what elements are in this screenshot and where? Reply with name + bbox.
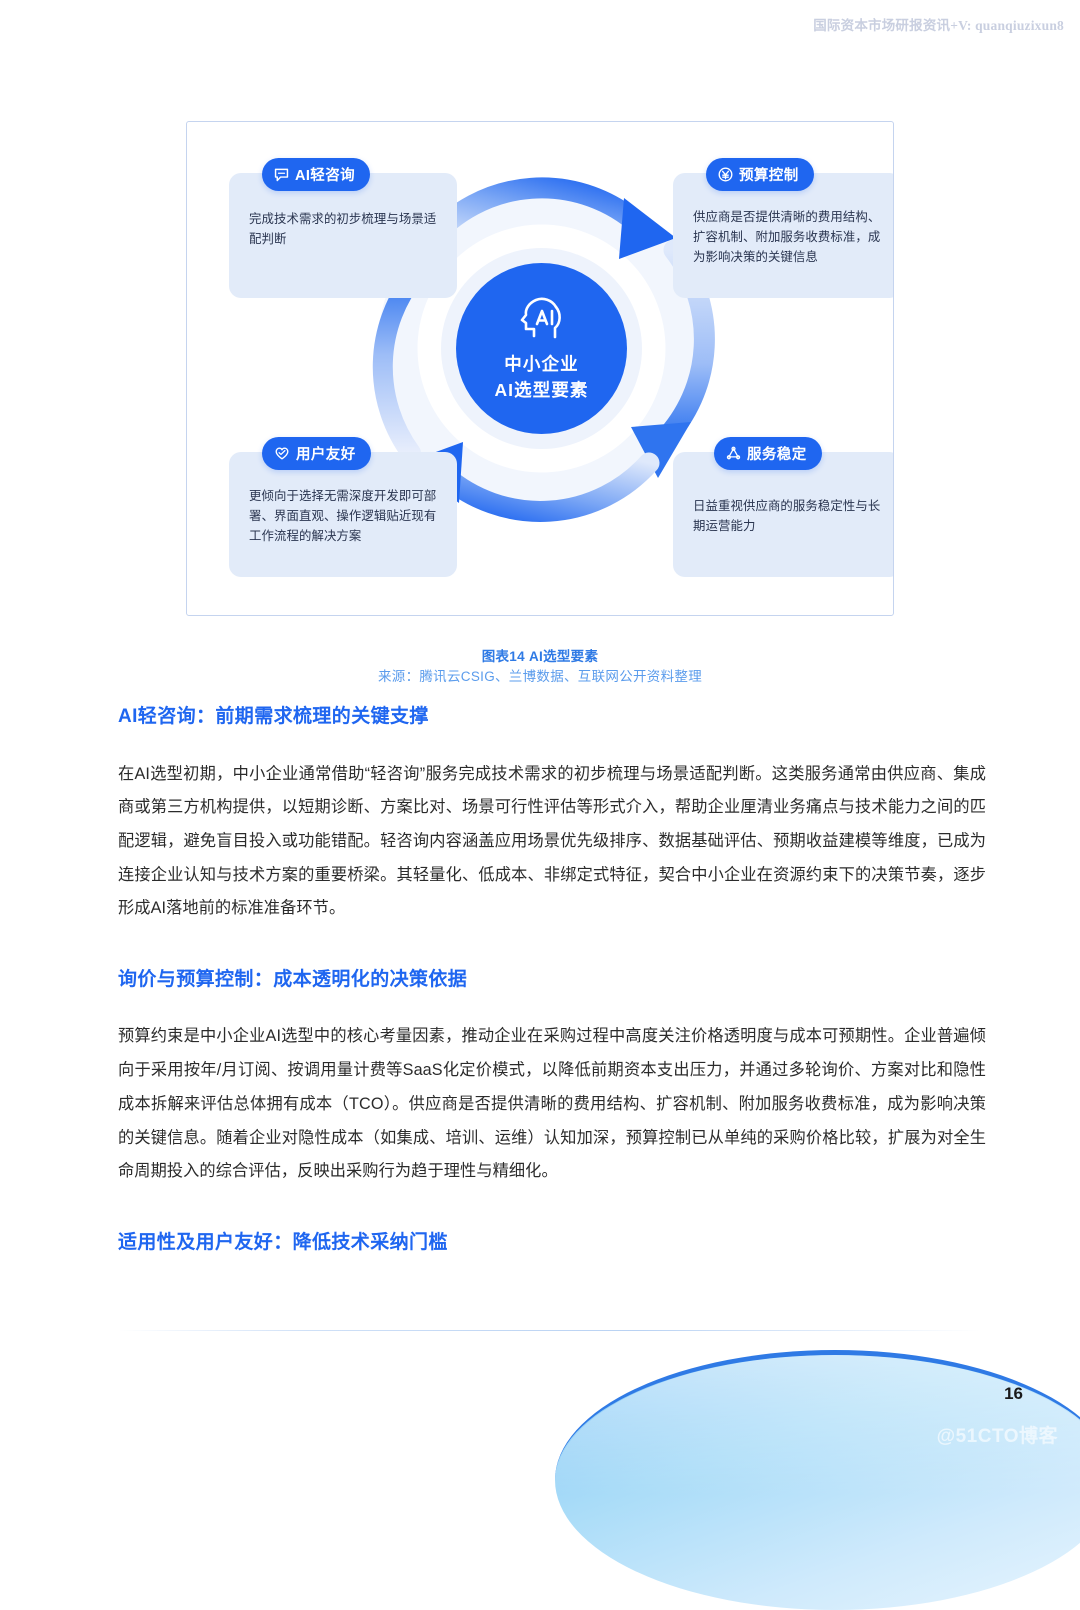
- section-paragraph-1: 在AI选型初期，中小企业通常借助“轻咨询”服务完成技术需求的初步梳理与场景适配判…: [118, 764, 986, 918]
- hub-line-1: 中小企业: [504, 354, 579, 375]
- quadrant-body: 完成技术需求的初步梳理与场景适配判断: [249, 212, 437, 247]
- header-watermark: 国际资本市场研报资讯+V: quanqiuzixun8: [813, 18, 1064, 33]
- heart-check-icon: [273, 445, 291, 462]
- quadrant-pill-budget-control: 预算控制: [706, 158, 814, 191]
- quadrant-body: 日益重视供应商的服务稳定性与长期运营能力: [693, 499, 881, 534]
- ai-selection-cycle-diagram: 中小企业 AI选型要素 完成技术需求的初步梳理与场景适配判断 AI轻咨询 供应商…: [187, 122, 893, 615]
- quadrant-pill-label: 预算控制: [739, 168, 799, 184]
- quadrant-card-service-stability: 日益重视供应商的服务稳定性与长期运营能力: [673, 452, 893, 577]
- site-watermark: @51CTO博客: [936, 1426, 1058, 1447]
- center-hub: 中小企业 AI选型要素: [456, 263, 627, 434]
- section-heading-2: 询价与预算控制：成本透明化的决策依据: [118, 968, 468, 990]
- quadrant-pill-service-stability: 服务稳定: [714, 437, 822, 470]
- footer-divider: [118, 1330, 980, 1331]
- figure-panel: 中小企业 AI选型要素 完成技术需求的初步梳理与场景适配判断 AI轻咨询 供应商…: [186, 121, 894, 616]
- yuan-currency-icon: [717, 166, 734, 183]
- page-number: 16: [1004, 1384, 1023, 1403]
- quadrant-pill-label: 用户友好: [296, 447, 356, 463]
- quadrant-card-budget-control: 供应商是否提供清晰的费用结构、扩容机制、附加服务收费标准，成为影响决策的关键信息: [673, 173, 893, 298]
- section-paragraph-2: 预算约束是中小企业AI选型中的核心考量因素，推动企业在采购过程中高度关注价格透明…: [118, 1027, 986, 1181]
- quadrant-pill-ai-light-consulting: AI轻咨询: [262, 158, 370, 191]
- section-heading-1: AI轻咨询：前期需求梳理的关键支撑: [118, 706, 429, 727]
- ai-head-icon: [516, 295, 568, 346]
- article-body: AI轻咨询：前期需求梳理的关键支撑 在AI选型初期，中小企业通常借助“轻咨询”服…: [118, 703, 986, 1257]
- section-heading-3: 适用性及用户友好：降低技术采纳门槛: [118, 1231, 448, 1253]
- quadrant-card-ai-light-consulting: 完成技术需求的初步梳理与场景适配判断: [229, 173, 457, 298]
- figure-source: 来源：腾讯云CSIG、兰博数据、互联网公开资料整理: [377, 669, 702, 684]
- quadrant-body: 供应商是否提供清晰的费用结构、扩容机制、附加服务收费标准，成为影响决策的关键信息: [693, 210, 881, 265]
- quadrant-pill-label: AI轻咨询: [295, 168, 355, 184]
- figure-caption: 图表14 AI选型要素: [481, 649, 599, 664]
- network-node-icon: [725, 445, 742, 462]
- cycle-arrows: [372, 177, 715, 522]
- quadrant-pill-user-friendly: 用户友好: [262, 437, 371, 470]
- quadrant-pill-label: 服务稳定: [747, 447, 807, 463]
- quadrant-card-user-friendly: 更倾向于选择无需深度开发即可部署、界面直观、操作逻辑贴近现有工作流程的解决方案: [229, 452, 457, 577]
- hub-line-2: AI选型要素: [494, 379, 589, 400]
- footer-decorative-arc: [555, 1350, 1080, 1610]
- quadrant-body: 更倾向于选择无需深度开发即可部署、界面直观、操作逻辑贴近现有工作流程的解决方案: [249, 489, 437, 544]
- chat-bubble-icon: [273, 166, 290, 183]
